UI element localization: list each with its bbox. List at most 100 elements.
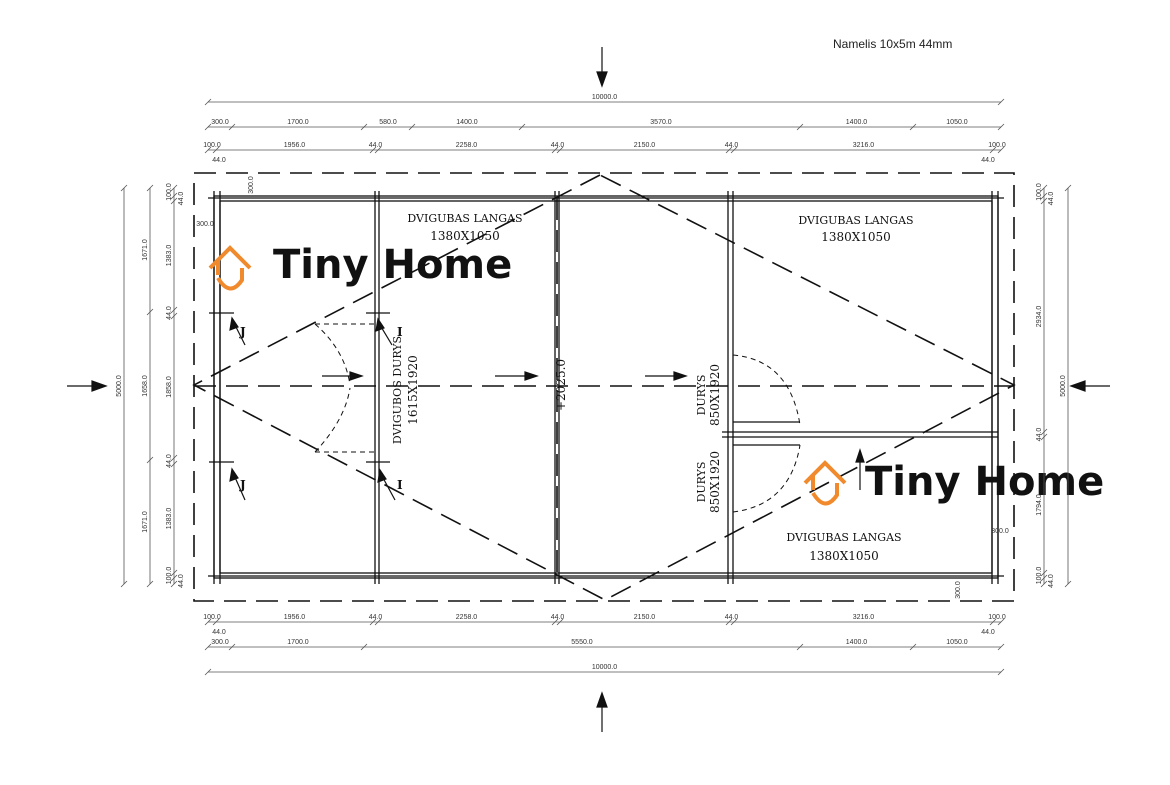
small-dimension: 300.0 bbox=[196, 221, 214, 228]
dimension-line bbox=[369, 146, 377, 154]
door-swing-upper bbox=[732, 354, 801, 426]
dimension-line bbox=[228, 123, 236, 131]
window-size-1: 1380X1050 bbox=[430, 229, 500, 243]
double-door-swing-top bbox=[314, 323, 375, 386]
top-dimension: 2150.0 bbox=[634, 142, 656, 149]
left-dimension: 1671.0 bbox=[142, 511, 149, 533]
right-dimension: 44.0 bbox=[1036, 428, 1043, 442]
dimension-line bbox=[204, 643, 212, 651]
dimension-line bbox=[997, 146, 1005, 154]
dimension-line bbox=[1040, 580, 1048, 588]
bottom-dimension: 44.0 bbox=[551, 614, 565, 621]
bottom-dimension: 44.0 bbox=[981, 629, 995, 636]
bottom-dimension: 1050.0 bbox=[946, 639, 968, 646]
left-dimension: 100.0 bbox=[166, 183, 173, 201]
door-size-1: 850X1920 bbox=[708, 364, 722, 426]
top-dimension: 44.0 bbox=[369, 142, 383, 149]
dimension-line bbox=[997, 643, 1005, 651]
dimension-line bbox=[228, 643, 236, 651]
dimension-line bbox=[997, 618, 1005, 626]
dimension-line bbox=[556, 618, 564, 626]
dimension-line bbox=[1064, 580, 1072, 588]
dimension-line bbox=[170, 574, 178, 582]
right-overall-dimension: 5000.0 bbox=[1060, 375, 1067, 397]
dimension-line bbox=[374, 618, 382, 626]
dimension-line bbox=[796, 123, 804, 131]
dimension-line bbox=[909, 123, 917, 131]
dimension-line bbox=[369, 618, 377, 626]
section-arrow-top bbox=[596, 71, 608, 88]
dimension-line bbox=[170, 460, 178, 468]
dimension-line bbox=[1040, 197, 1048, 205]
dimension-line bbox=[146, 456, 154, 464]
dimension-line bbox=[204, 618, 212, 626]
logo-text: Tiny Home bbox=[865, 459, 1104, 505]
dimension-line bbox=[556, 146, 564, 154]
left-dimension: 44.0 bbox=[166, 454, 173, 468]
height-mark: +2025.0 bbox=[554, 359, 568, 411]
bottom-dimension: 2258.0 bbox=[456, 614, 478, 621]
dimension-line bbox=[518, 123, 526, 131]
dimension-line bbox=[989, 618, 997, 626]
left-dimension: 1858.0 bbox=[166, 376, 173, 398]
dimension-line bbox=[360, 643, 368, 651]
section-i-upper: I bbox=[397, 325, 403, 339]
right-dimension: 44.0 bbox=[1048, 192, 1055, 206]
dimension-line bbox=[730, 618, 738, 626]
bottom-dimension: 44.0 bbox=[725, 614, 739, 621]
house-logo-icon bbox=[803, 460, 847, 506]
walls bbox=[208, 191, 1004, 584]
top-dimension: 3216.0 bbox=[853, 142, 875, 149]
dimension-line bbox=[1040, 184, 1048, 192]
dimension-line bbox=[170, 580, 178, 588]
top-dimension: 1956.0 bbox=[284, 142, 306, 149]
double-door-size: 1615X1920 bbox=[406, 355, 420, 425]
section-arrow-left bbox=[91, 380, 108, 392]
drawing-title: Namelis 10x5m 44mm bbox=[833, 37, 953, 51]
top-overall-dimension: 10000.0 bbox=[592, 94, 617, 101]
direction-arrows bbox=[67, 47, 1110, 732]
dimension-line bbox=[170, 192, 178, 200]
logo-text: Tiny Home bbox=[273, 242, 512, 288]
window-label-2: DVIGUBAS LANGAS bbox=[798, 214, 913, 227]
top-dimension: 44.0 bbox=[725, 142, 739, 149]
section-j-upper: J bbox=[239, 325, 246, 339]
top-dimension: 2258.0 bbox=[456, 142, 478, 149]
dimension-line bbox=[1040, 433, 1048, 441]
left-dimension: 1671.0 bbox=[142, 239, 149, 261]
dimension-line bbox=[997, 668, 1005, 676]
bottom-dimension: 1700.0 bbox=[287, 639, 309, 646]
dimension-line bbox=[146, 184, 154, 192]
dimension-line bbox=[204, 98, 212, 106]
top-dimension: 1400.0 bbox=[456, 119, 478, 126]
bottom-overall-dimension: 10000.0 bbox=[592, 664, 617, 671]
roof-outline bbox=[192, 172, 1016, 602]
dimension-line bbox=[212, 146, 220, 154]
dimension-line bbox=[725, 146, 733, 154]
dimension-line bbox=[730, 146, 738, 154]
left-dimension: 100.0 bbox=[166, 567, 173, 585]
dimension-line bbox=[204, 668, 212, 676]
small-dimension: 300.0 bbox=[248, 176, 255, 194]
top-dimension: 1700.0 bbox=[287, 119, 309, 126]
door-swing-lower bbox=[732, 444, 801, 513]
window-size-3: 1380X1050 bbox=[809, 549, 879, 563]
dimension-line bbox=[204, 146, 212, 154]
logo-2: Tiny Home bbox=[803, 459, 1104, 506]
dimension-line bbox=[170, 454, 178, 462]
bottom-dimension: 44.0 bbox=[212, 629, 226, 636]
dimension-line bbox=[408, 123, 416, 131]
section-arrow-right bbox=[1069, 380, 1086, 392]
bottom-dimension: 44.0 bbox=[369, 614, 383, 621]
dimension-line bbox=[1040, 574, 1048, 582]
dimension-line bbox=[1040, 428, 1048, 436]
door-swings bbox=[314, 323, 801, 513]
house-logo-icon bbox=[208, 245, 252, 291]
top-dimension: 44.0 bbox=[551, 142, 565, 149]
right-dimension: 2934.0 bbox=[1036, 306, 1043, 328]
top-dimension: 3570.0 bbox=[650, 119, 672, 126]
right-dimension: 44.0 bbox=[1048, 574, 1055, 588]
logo-1: Tiny Home bbox=[208, 242, 512, 291]
bottom-dimension: 100.0 bbox=[203, 614, 221, 621]
